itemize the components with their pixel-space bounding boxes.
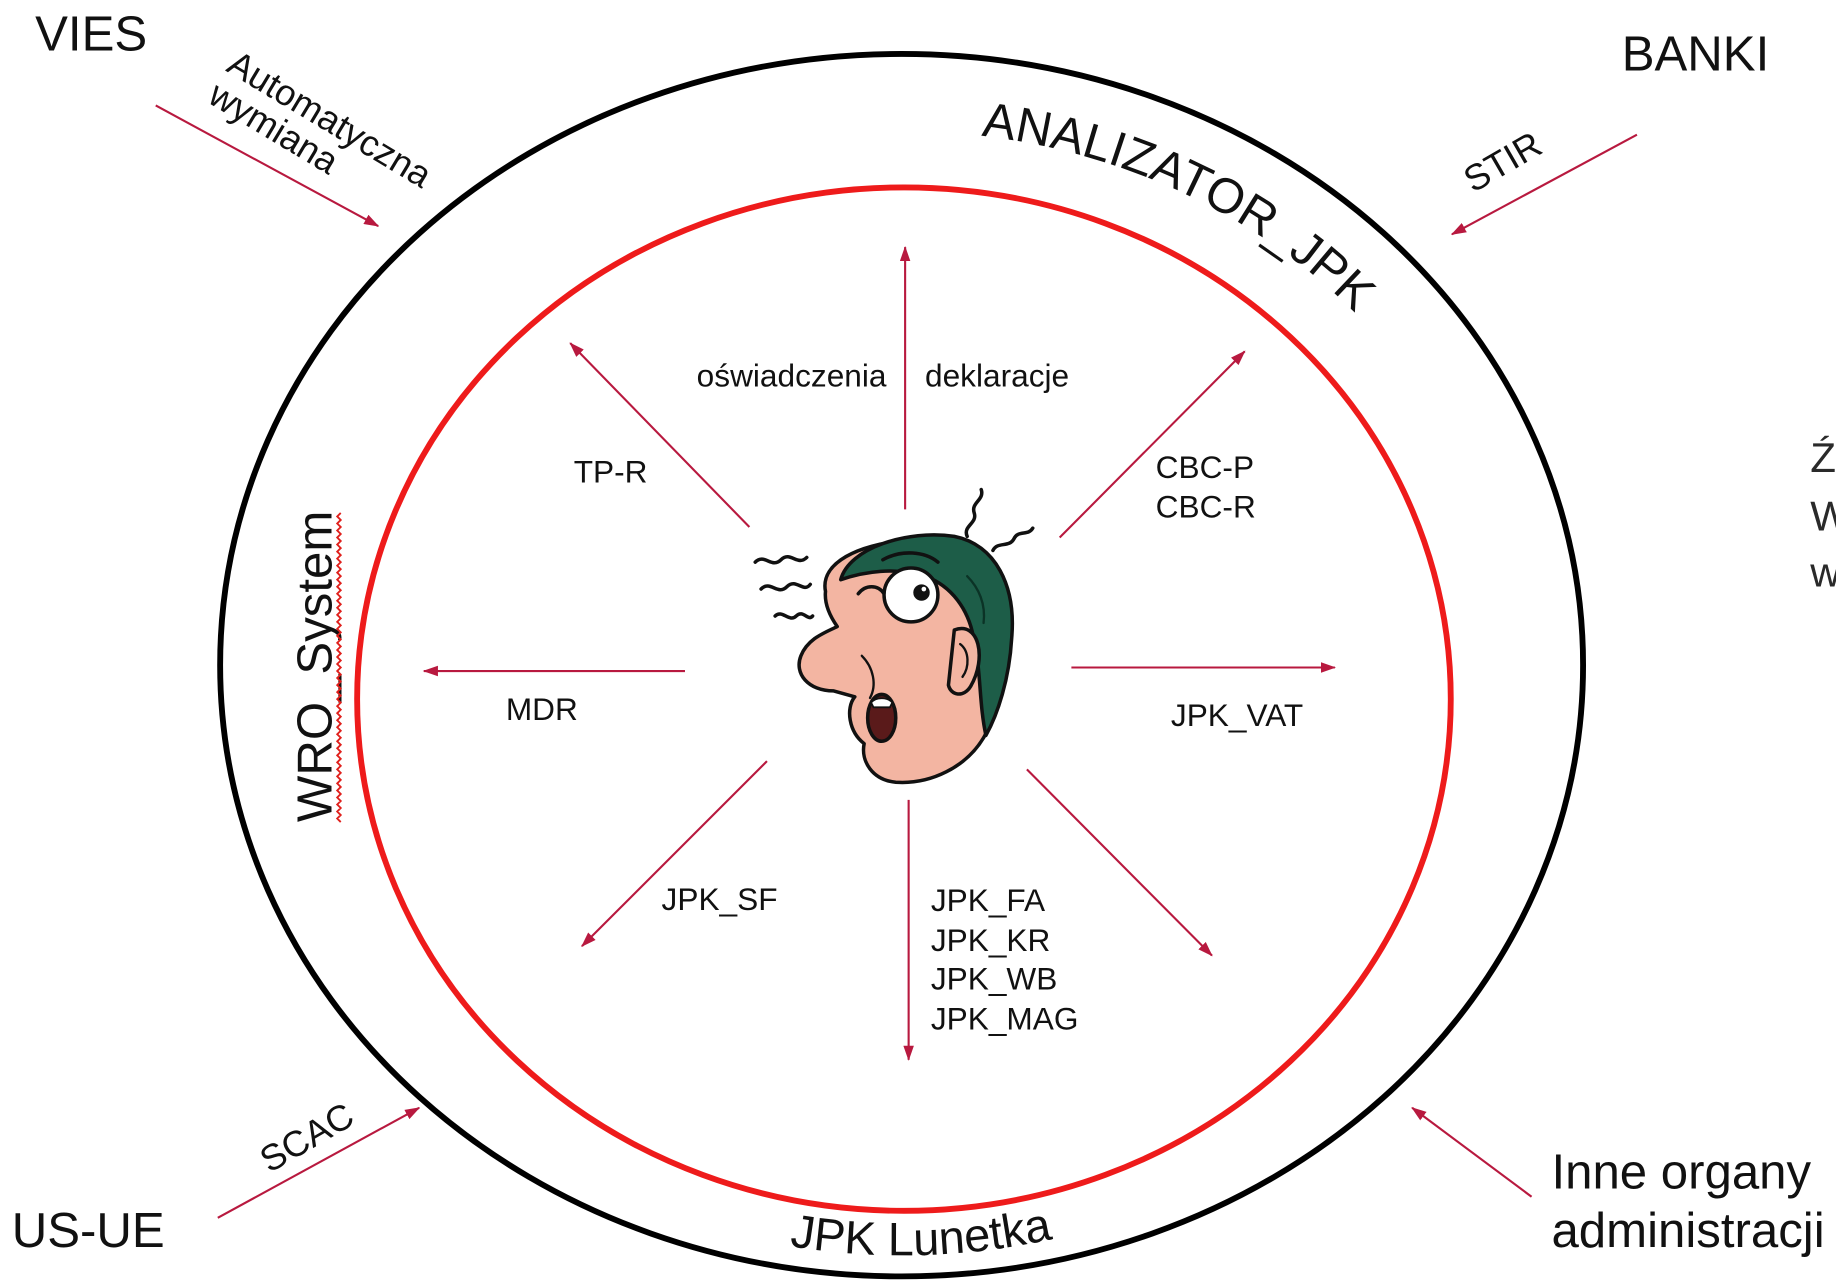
ear-inner	[958, 642, 969, 679]
worry-line-left-1	[753, 555, 809, 565]
eye-pupil	[913, 584, 930, 601]
outer-ring	[217, 51, 1587, 1280]
eye-white	[882, 566, 940, 624]
label-deklaracje: deklaracje	[925, 357, 1069, 393]
wro-system-text: WRO_System	[287, 511, 342, 822]
spellcheck-squiggle	[335, 512, 343, 823]
label-jpk-mag: JPK_MAG	[931, 1000, 1079, 1036]
worried-man-icon	[753, 487, 1035, 785]
source-us-ue: US-UE	[12, 1203, 165, 1258]
arrow-banki-to-ring	[1450, 133, 1638, 236]
clipped-side-text-line3: w	[1809, 549, 1836, 596]
arrow-us-ue-to-ring	[217, 1106, 421, 1219]
label-cbc-r: CBC-R	[1156, 489, 1256, 525]
worry-line-top-1	[964, 487, 984, 539]
label-jpk-fa: JPK_FA	[931, 882, 1046, 918]
arrow-vies-to-ring	[155, 104, 380, 227]
worry-line-left-3	[773, 612, 815, 620]
label-jpk-vat: JPK_VAT	[1171, 697, 1303, 733]
source-inne-organy-line2: administracji	[1551, 1203, 1824, 1258]
ear	[946, 626, 981, 696]
label-jpk-wb: JPK_WB	[931, 961, 1057, 997]
label-jpk-kr: JPK_KR	[931, 922, 1050, 958]
teeth	[870, 697, 894, 709]
clipped-side-text-line1: Ź	[1810, 434, 1836, 481]
source-vies: VIES	[35, 6, 147, 61]
worry-line-left-2	[759, 581, 813, 592]
far-eye-lid	[856, 584, 886, 596]
label-oswiadczenia: oświadczenia	[697, 357, 887, 393]
worry-line-top-2	[991, 526, 1035, 553]
eye-highlight	[921, 586, 927, 592]
arrow-inne-organy-to-ring	[1411, 1106, 1533, 1198]
arrow-up-right	[1058, 350, 1246, 539]
cheek-line	[860, 654, 875, 700]
clipped-side-text-line2: W	[1810, 493, 1836, 540]
label-tp-r: TP-R	[574, 453, 648, 489]
label-mdr: MDR	[506, 691, 578, 727]
label-jpk-sf: JPK_SF	[662, 881, 778, 917]
source-banki: BANKI	[1622, 26, 1770, 81]
eyebrow	[881, 551, 940, 564]
arrow-down-left	[581, 760, 768, 948]
source-inne-organy-line1: Inne organy	[1551, 1145, 1811, 1200]
arrow-up-left	[569, 342, 751, 528]
label-cbc-p: CBC-P	[1156, 449, 1254, 485]
inner-ring	[354, 184, 1454, 1214]
arrow-down-right	[1026, 768, 1213, 957]
wro-system-label: WRO_System	[287, 511, 343, 823]
hair-strand	[966, 575, 986, 625]
